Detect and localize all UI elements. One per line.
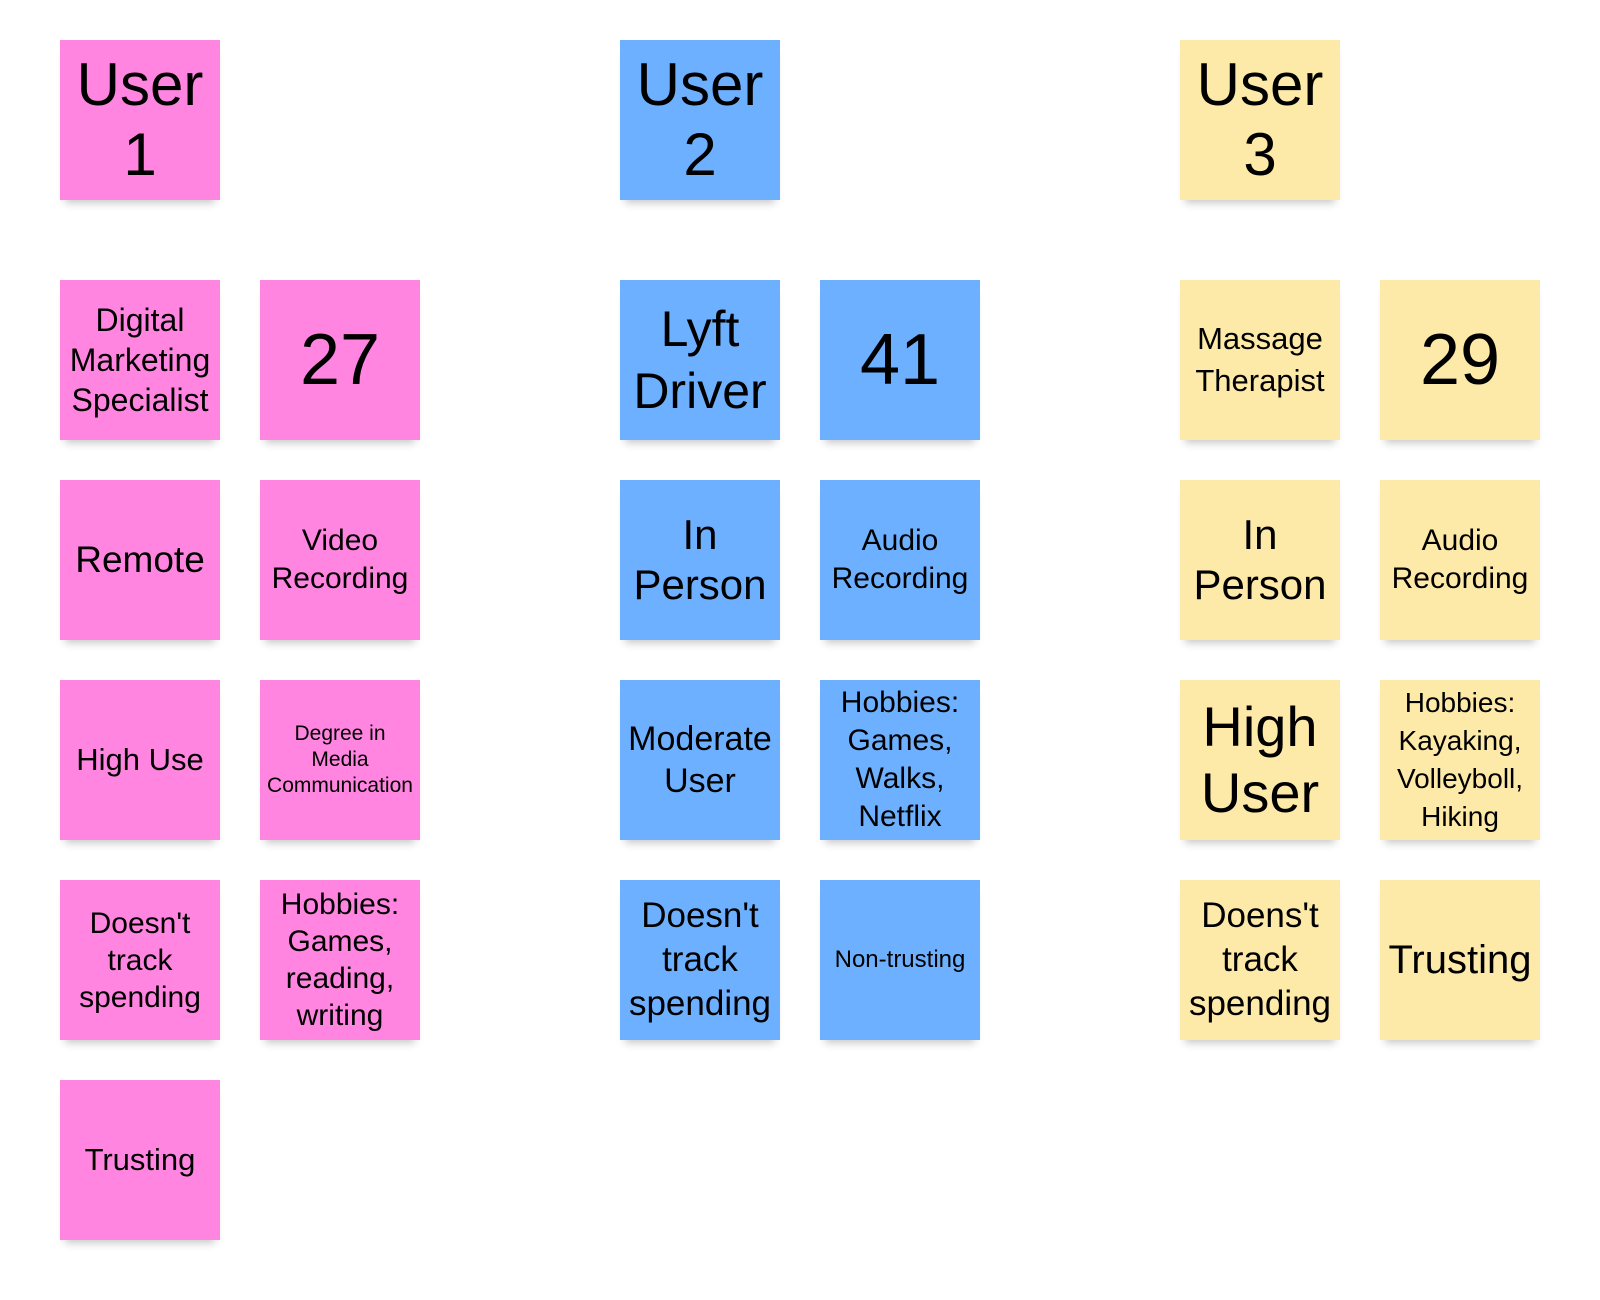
user3-trust-note[interactable]: Trusting (1380, 880, 1540, 1040)
user3-age-note[interactable]: 29 (1380, 280, 1540, 440)
user2-usage-note[interactable]: Moderate User (620, 680, 780, 840)
user2-trust-note[interactable]: Non-trusting (820, 880, 980, 1040)
note-text: User 2 (636, 51, 764, 188)
user3-title-note[interactable]: User 3 (1180, 40, 1340, 200)
note-text: In Person (633, 511, 767, 608)
note-text: 41 (859, 320, 941, 400)
note-text: 27 (299, 320, 381, 400)
user3-spending-note[interactable]: Doens't track spending (1180, 880, 1340, 1040)
user1-occupation-note[interactable]: Digital Marketing Specialist (60, 280, 220, 440)
user3-occupation-note[interactable]: Massage Therapist (1180, 280, 1340, 440)
user1-spending-note[interactable]: Doesn't track spending (60, 880, 220, 1040)
note-text: Trusting (84, 1142, 196, 1177)
user2-occupation-note[interactable]: Lyft Driver (620, 280, 780, 440)
note-text: Digital Marketing Specialist (69, 302, 211, 418)
user1-title-note[interactable]: User 1 (60, 40, 220, 200)
note-text: Audio Recording (831, 524, 969, 595)
user2-spending-note[interactable]: Doesn't track spending (620, 880, 780, 1040)
note-text: Trusting (1388, 938, 1532, 982)
user3-hobbies-note[interactable]: Hobbies: Kayaking, Volleyboll, Hiking (1380, 680, 1540, 840)
user1-trust-note[interactable]: Trusting (60, 1080, 220, 1240)
note-text: Doesn't track spending (628, 896, 772, 1023)
note-text: 29 (1419, 320, 1501, 400)
note-text: Massage Therapist (1195, 321, 1325, 398)
user3-interview-mode-note[interactable]: In Person (1180, 480, 1340, 640)
user2-interview-mode-note[interactable]: In Person (620, 480, 780, 640)
note-text: Moderate User (628, 720, 772, 800)
user1-interview-mode-note[interactable]: Remote (60, 480, 220, 640)
user1-age-note[interactable]: 27 (260, 280, 420, 440)
note-text: Doesn't track spending (79, 906, 201, 1014)
note-text: Hobbies: Games, reading, writing (280, 888, 400, 1032)
user2-age-note[interactable]: 41 (820, 280, 980, 440)
note-text: Audio Recording (1391, 524, 1529, 595)
note-text: Doens't track spending (1188, 896, 1332, 1023)
user3-usage-note[interactable]: High User (1180, 680, 1340, 840)
note-text: Degree in Media Communication (267, 722, 413, 797)
note-text: User 1 (76, 51, 204, 188)
note-text: Remote (75, 539, 205, 580)
user1-recording-note[interactable]: Video Recording (260, 480, 420, 640)
user1-hobbies-note[interactable]: Hobbies: Games, reading, writing (260, 880, 420, 1040)
user2-recording-note[interactable]: Audio Recording (820, 480, 980, 640)
note-text: User 3 (1196, 51, 1324, 188)
user3-recording-note[interactable]: Audio Recording (1380, 480, 1540, 640)
note-text: In Person (1193, 511, 1327, 608)
user2-hobbies-note[interactable]: Hobbies: Games, Walks, Netflix (820, 680, 980, 840)
note-text: Non-trusting (834, 946, 966, 973)
user1-education-note[interactable]: Degree in Media Communication (260, 680, 420, 840)
note-text: High Use (76, 742, 204, 777)
user2-title-note[interactable]: User 2 (620, 40, 780, 200)
note-text: Hobbies: Kayaking, Volleyboll, Hiking (1396, 687, 1524, 832)
note-text: Hobbies: Games, Walks, Netflix (840, 686, 960, 833)
note-text: Video Recording (271, 524, 409, 595)
note-text: High User (1200, 695, 1320, 824)
note-text: Lyft Driver (633, 301, 767, 419)
user1-usage-note[interactable]: High Use (60, 680, 220, 840)
